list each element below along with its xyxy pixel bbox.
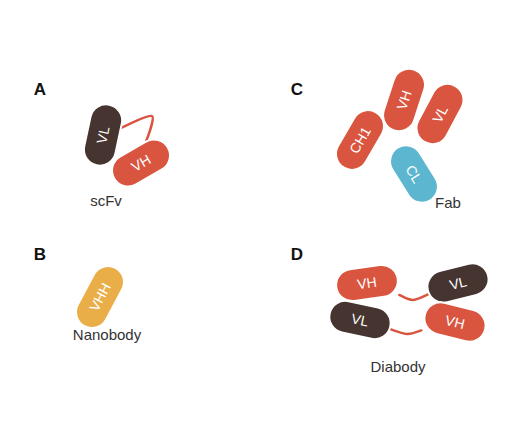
panel-letter: B xyxy=(34,245,46,265)
domain-pill: VHH xyxy=(69,259,131,335)
domain-name: VL xyxy=(350,310,370,329)
linker-line xyxy=(390,329,422,334)
domain-pill: VL xyxy=(325,297,395,344)
domain-pill: VL xyxy=(423,259,493,307)
linker-line xyxy=(121,116,153,141)
domain-name: CL xyxy=(402,162,425,186)
fragment-name: Diabody xyxy=(370,358,425,375)
domain-name: CH1 xyxy=(346,124,374,156)
domain-name: VH xyxy=(393,88,414,111)
domain-name: VHH xyxy=(86,280,114,314)
panel-letter: C xyxy=(291,80,303,100)
fragment-name: Fab xyxy=(435,194,461,211)
domain-name: VH xyxy=(129,151,154,175)
domain-name: VL xyxy=(429,103,451,126)
panel-letter: D xyxy=(291,245,303,265)
domain-name: VL xyxy=(93,125,112,145)
domain-pill: VH xyxy=(420,298,490,346)
domain-name: VL xyxy=(448,273,468,293)
linker-line xyxy=(399,294,429,300)
domain-name: VH xyxy=(444,312,467,332)
panel-letter: A xyxy=(34,80,46,100)
fragment-name: Nanobody xyxy=(73,326,141,343)
fragment-name: scFv xyxy=(90,192,122,209)
domain-name: VH xyxy=(356,274,377,293)
domain-pill: VH xyxy=(333,262,401,305)
